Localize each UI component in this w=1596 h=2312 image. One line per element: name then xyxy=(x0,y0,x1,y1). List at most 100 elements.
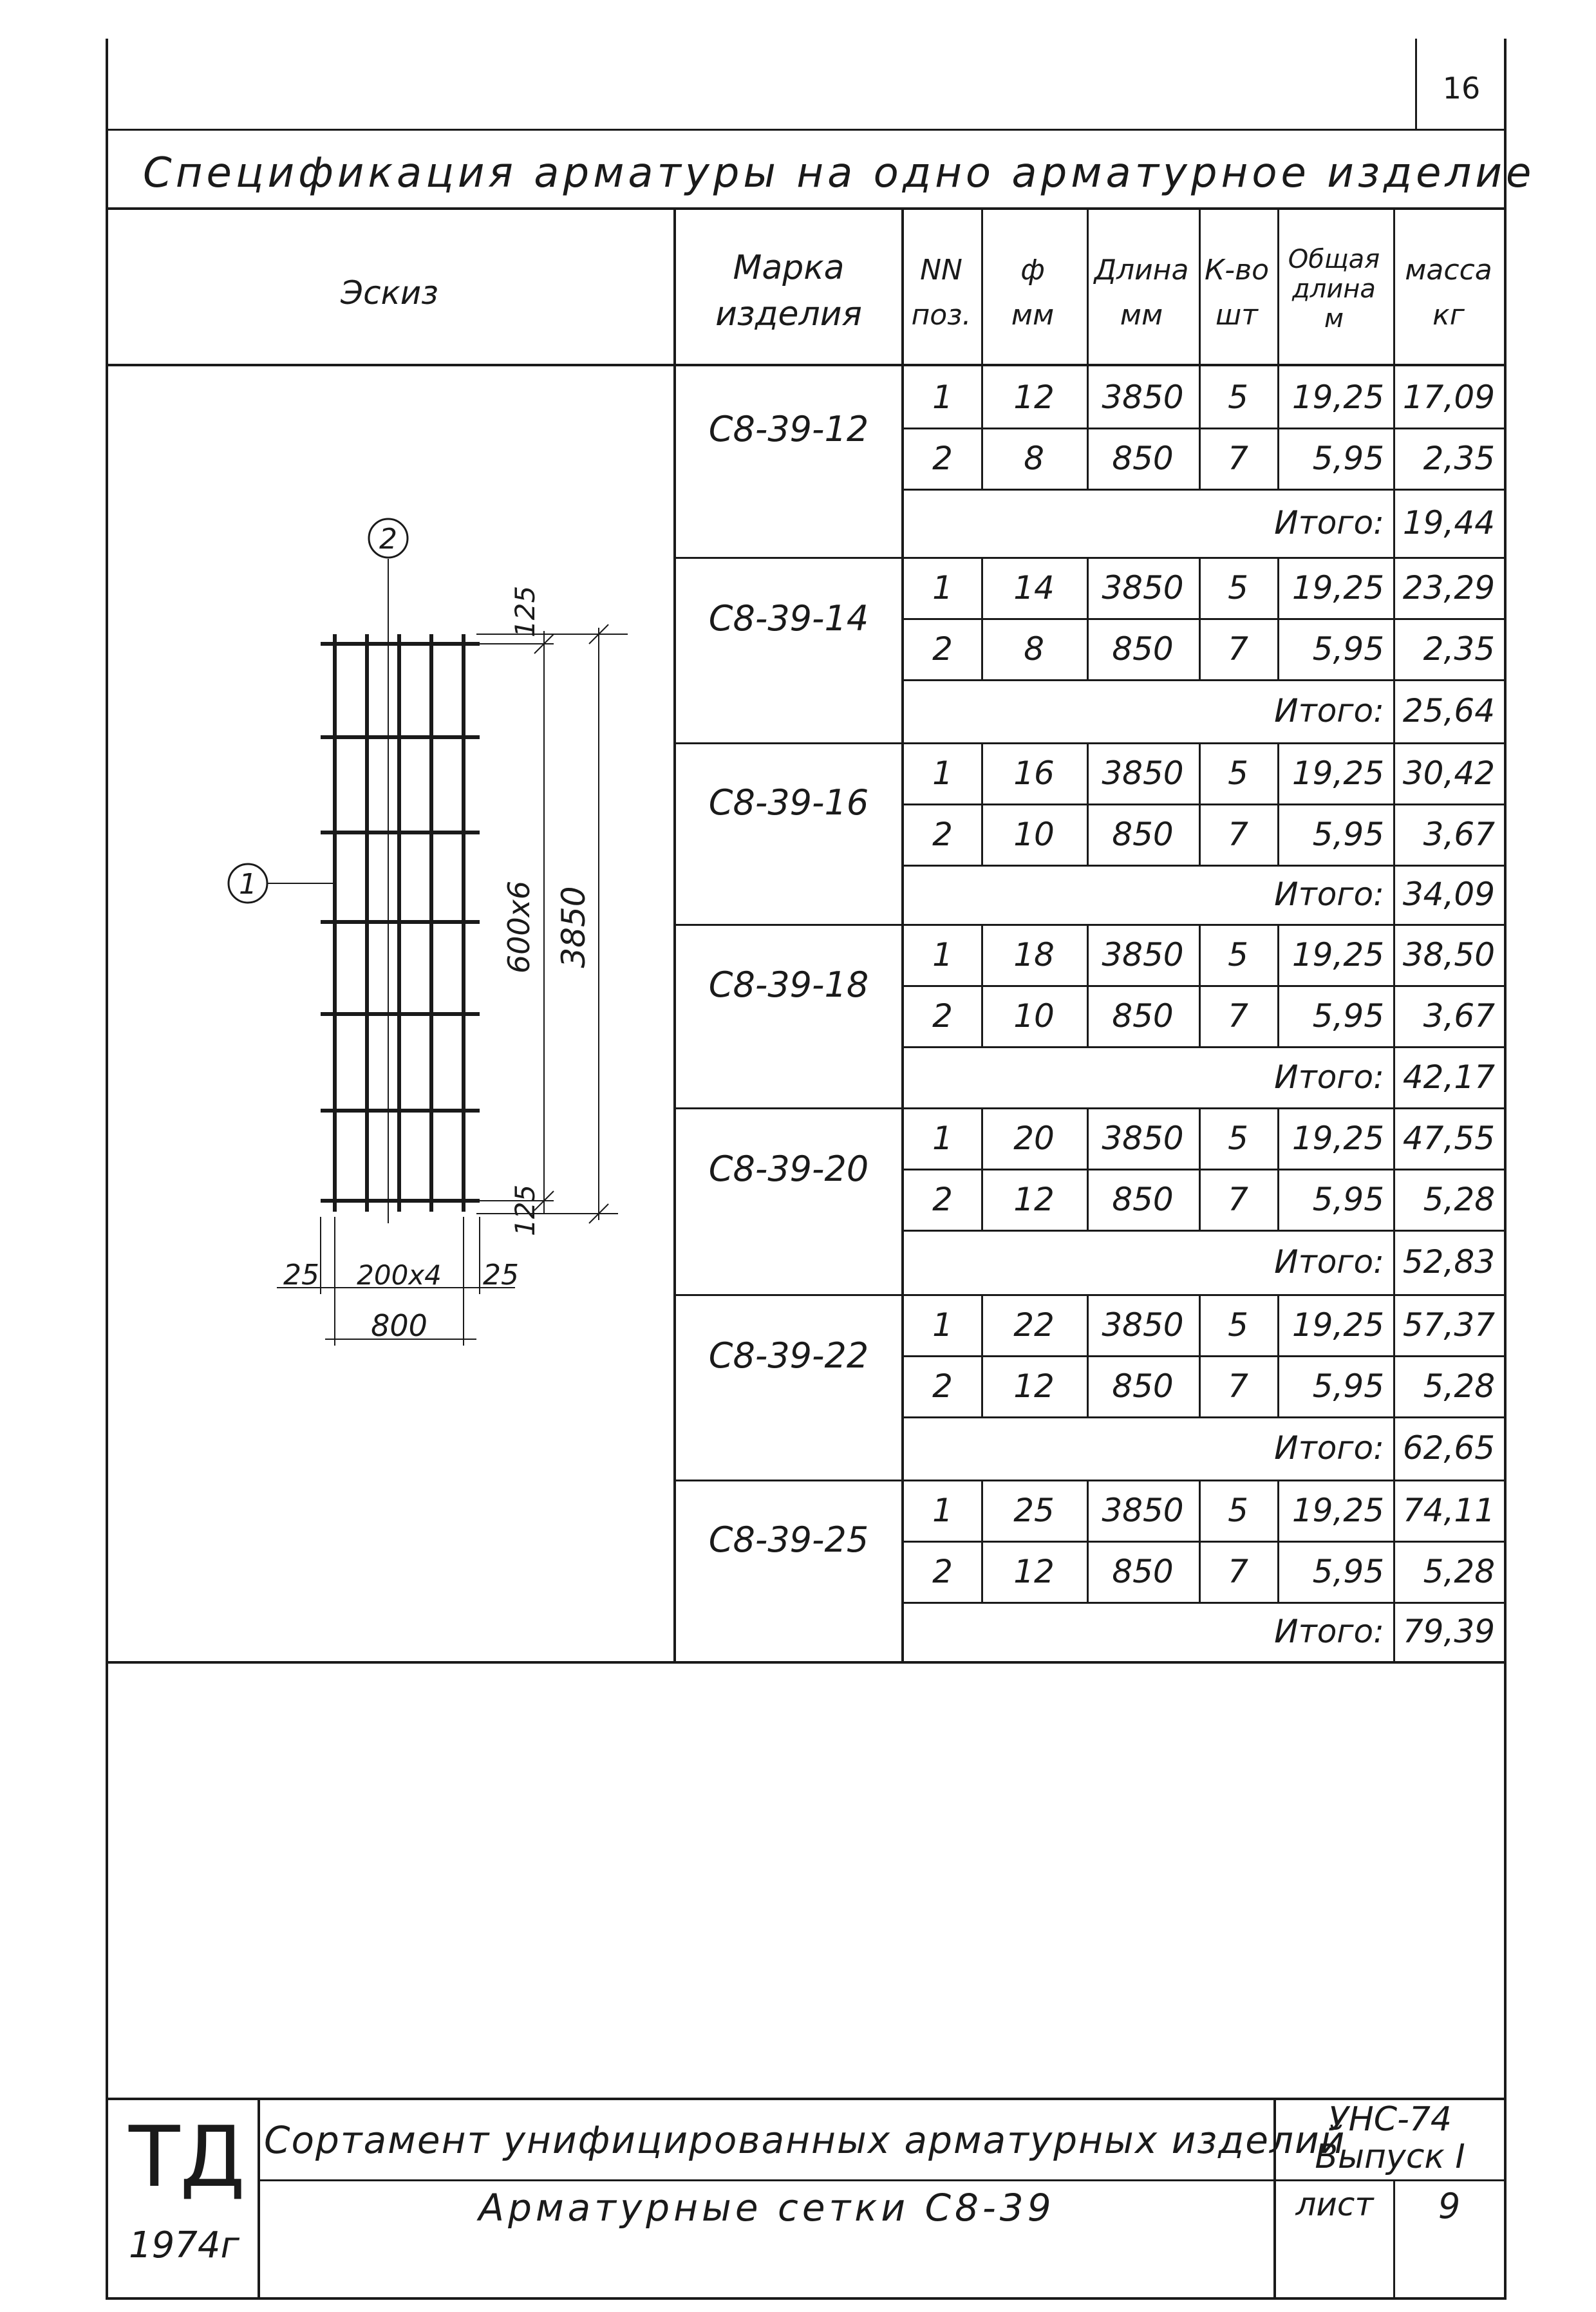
dim-top-label: 125 xyxy=(509,586,541,637)
code-2: Выпуск I xyxy=(1315,2138,1465,2176)
cell-mass: 5,28 xyxy=(1423,1552,1495,1590)
cell-pos: 2 xyxy=(932,630,953,668)
cell-length: 3850 xyxy=(1102,935,1184,973)
sheet-value: 9 xyxy=(1438,2186,1461,2226)
header-total-length-l3: м xyxy=(1324,304,1344,334)
cell-pos: 1 xyxy=(932,754,953,792)
cell-pos: 1 xyxy=(932,935,953,973)
sum-divider xyxy=(1393,1046,1395,1107)
col-line-2 xyxy=(1087,207,1089,364)
header-count: К-во шт xyxy=(1199,248,1275,338)
cell-mass: 5,28 xyxy=(1423,1180,1495,1218)
cell-total: 5,95 xyxy=(1312,815,1384,853)
group-rule xyxy=(673,557,1507,559)
cell-count: 7 xyxy=(1228,1552,1248,1590)
sum-value: 19,44 xyxy=(1402,504,1495,541)
cell-dia: 8 xyxy=(1024,630,1044,668)
sheet-number: 16 xyxy=(1442,71,1481,106)
col-mark-pos xyxy=(901,207,904,1664)
row-rule xyxy=(901,1541,1507,1543)
frame-title-rule xyxy=(106,129,1507,131)
cell-pos: 2 xyxy=(932,1552,953,1590)
sheet-label: лист xyxy=(1295,2186,1374,2223)
row-rule xyxy=(901,1169,1507,1170)
header-dia-l2: мм xyxy=(1011,299,1055,332)
row-rule xyxy=(901,985,1507,987)
cell-length: 850 xyxy=(1112,1180,1174,1218)
cell-pos: 1 xyxy=(932,1306,953,1344)
group-rule xyxy=(673,924,1507,926)
header-dia: ф мм xyxy=(981,248,1084,338)
header-sketch: Эскиз xyxy=(341,274,438,312)
tb-col-1 xyxy=(258,2098,260,2300)
dim-width-label: 800 xyxy=(371,1308,427,1343)
header-mark-l1: Марка xyxy=(733,249,845,287)
group-rule xyxy=(673,1480,1507,1481)
row-rule xyxy=(901,679,1507,681)
cell-total: 5,95 xyxy=(1312,630,1384,668)
cell-count: 5 xyxy=(1228,935,1248,973)
header-mass: масса кг xyxy=(1393,248,1504,338)
item-mark: С8-39-12 xyxy=(708,409,869,449)
header-dia-l1: ф xyxy=(1020,254,1045,287)
item-mark: С8-39-14 xyxy=(708,597,869,639)
group-rule xyxy=(673,742,1507,744)
cell-dia: 12 xyxy=(1013,1367,1055,1405)
cell-count: 5 xyxy=(1228,754,1248,792)
cell-pos: 2 xyxy=(932,997,953,1035)
cell-dia: 20 xyxy=(1013,1119,1055,1157)
header-mass-l1: масса xyxy=(1405,254,1492,287)
sum-divider xyxy=(1393,679,1395,742)
cell-count: 7 xyxy=(1228,815,1248,853)
sketch-dimensions xyxy=(267,559,628,1346)
cell-length: 3850 xyxy=(1102,1306,1184,1344)
cell-mass: 3,67 xyxy=(1423,997,1495,1035)
sum-value: 52,83 xyxy=(1402,1243,1495,1281)
cell-dia: 12 xyxy=(1013,378,1055,416)
cell-count: 5 xyxy=(1228,1306,1248,1344)
group-rule xyxy=(673,1294,1507,1296)
sum-divider xyxy=(1393,1230,1395,1294)
sum-value: 79,39 xyxy=(1402,1613,1495,1650)
org-logo: ТД xyxy=(129,2108,245,2206)
sum-label: Итого: xyxy=(1274,504,1384,541)
cell-pos: 2 xyxy=(932,439,953,477)
cell-mass: 74,11 xyxy=(1402,1491,1495,1529)
row-rule xyxy=(901,428,1507,429)
cell-total: 19,25 xyxy=(1291,569,1384,606)
mesh-drawing xyxy=(321,634,480,1212)
cell-dia: 12 xyxy=(1013,1180,1055,1218)
cell-length: 850 xyxy=(1112,997,1174,1035)
cell-total: 19,25 xyxy=(1291,1306,1384,1344)
cell-pos: 2 xyxy=(932,815,953,853)
cell-mass: 30,42 xyxy=(1402,754,1495,792)
tb-mid-rule xyxy=(258,2179,1507,2181)
cell-length: 3850 xyxy=(1102,1119,1184,1157)
cell-count: 5 xyxy=(1228,569,1248,606)
header-pos-l1: NN xyxy=(920,254,962,287)
dim-total-label: 3850 xyxy=(555,886,592,968)
cell-dia: 12 xyxy=(1013,1552,1055,1590)
cell-dia: 10 xyxy=(1013,815,1055,853)
tb-col-3 xyxy=(1393,2181,1395,2300)
cell-pos: 2 xyxy=(932,1180,953,1218)
cell-dia: 14 xyxy=(1013,569,1055,606)
header-mass-l2: кг xyxy=(1432,299,1465,332)
header-total-length-l2: длина xyxy=(1292,274,1376,304)
sum-value: 62,65 xyxy=(1402,1429,1495,1467)
code-1: УНС-74 xyxy=(1328,2100,1452,2139)
cell-total: 19,25 xyxy=(1291,754,1384,792)
cell-dia: 22 xyxy=(1013,1306,1055,1344)
cell-length: 850 xyxy=(1112,1367,1174,1405)
header-total-length-l1: Общая xyxy=(1288,245,1380,274)
cell-length: 850 xyxy=(1112,439,1174,477)
cell-total: 5,95 xyxy=(1312,1180,1384,1218)
sum-divider xyxy=(1393,865,1395,924)
row-rule xyxy=(901,618,1507,620)
item-mark: С8-39-18 xyxy=(708,964,869,1005)
tb-bottom-rule xyxy=(106,2297,1507,2300)
header-pos-l2: поз. xyxy=(911,299,972,332)
cell-count: 5 xyxy=(1228,378,1248,416)
cell-total: 19,25 xyxy=(1291,378,1384,416)
frame-left xyxy=(106,39,108,2300)
